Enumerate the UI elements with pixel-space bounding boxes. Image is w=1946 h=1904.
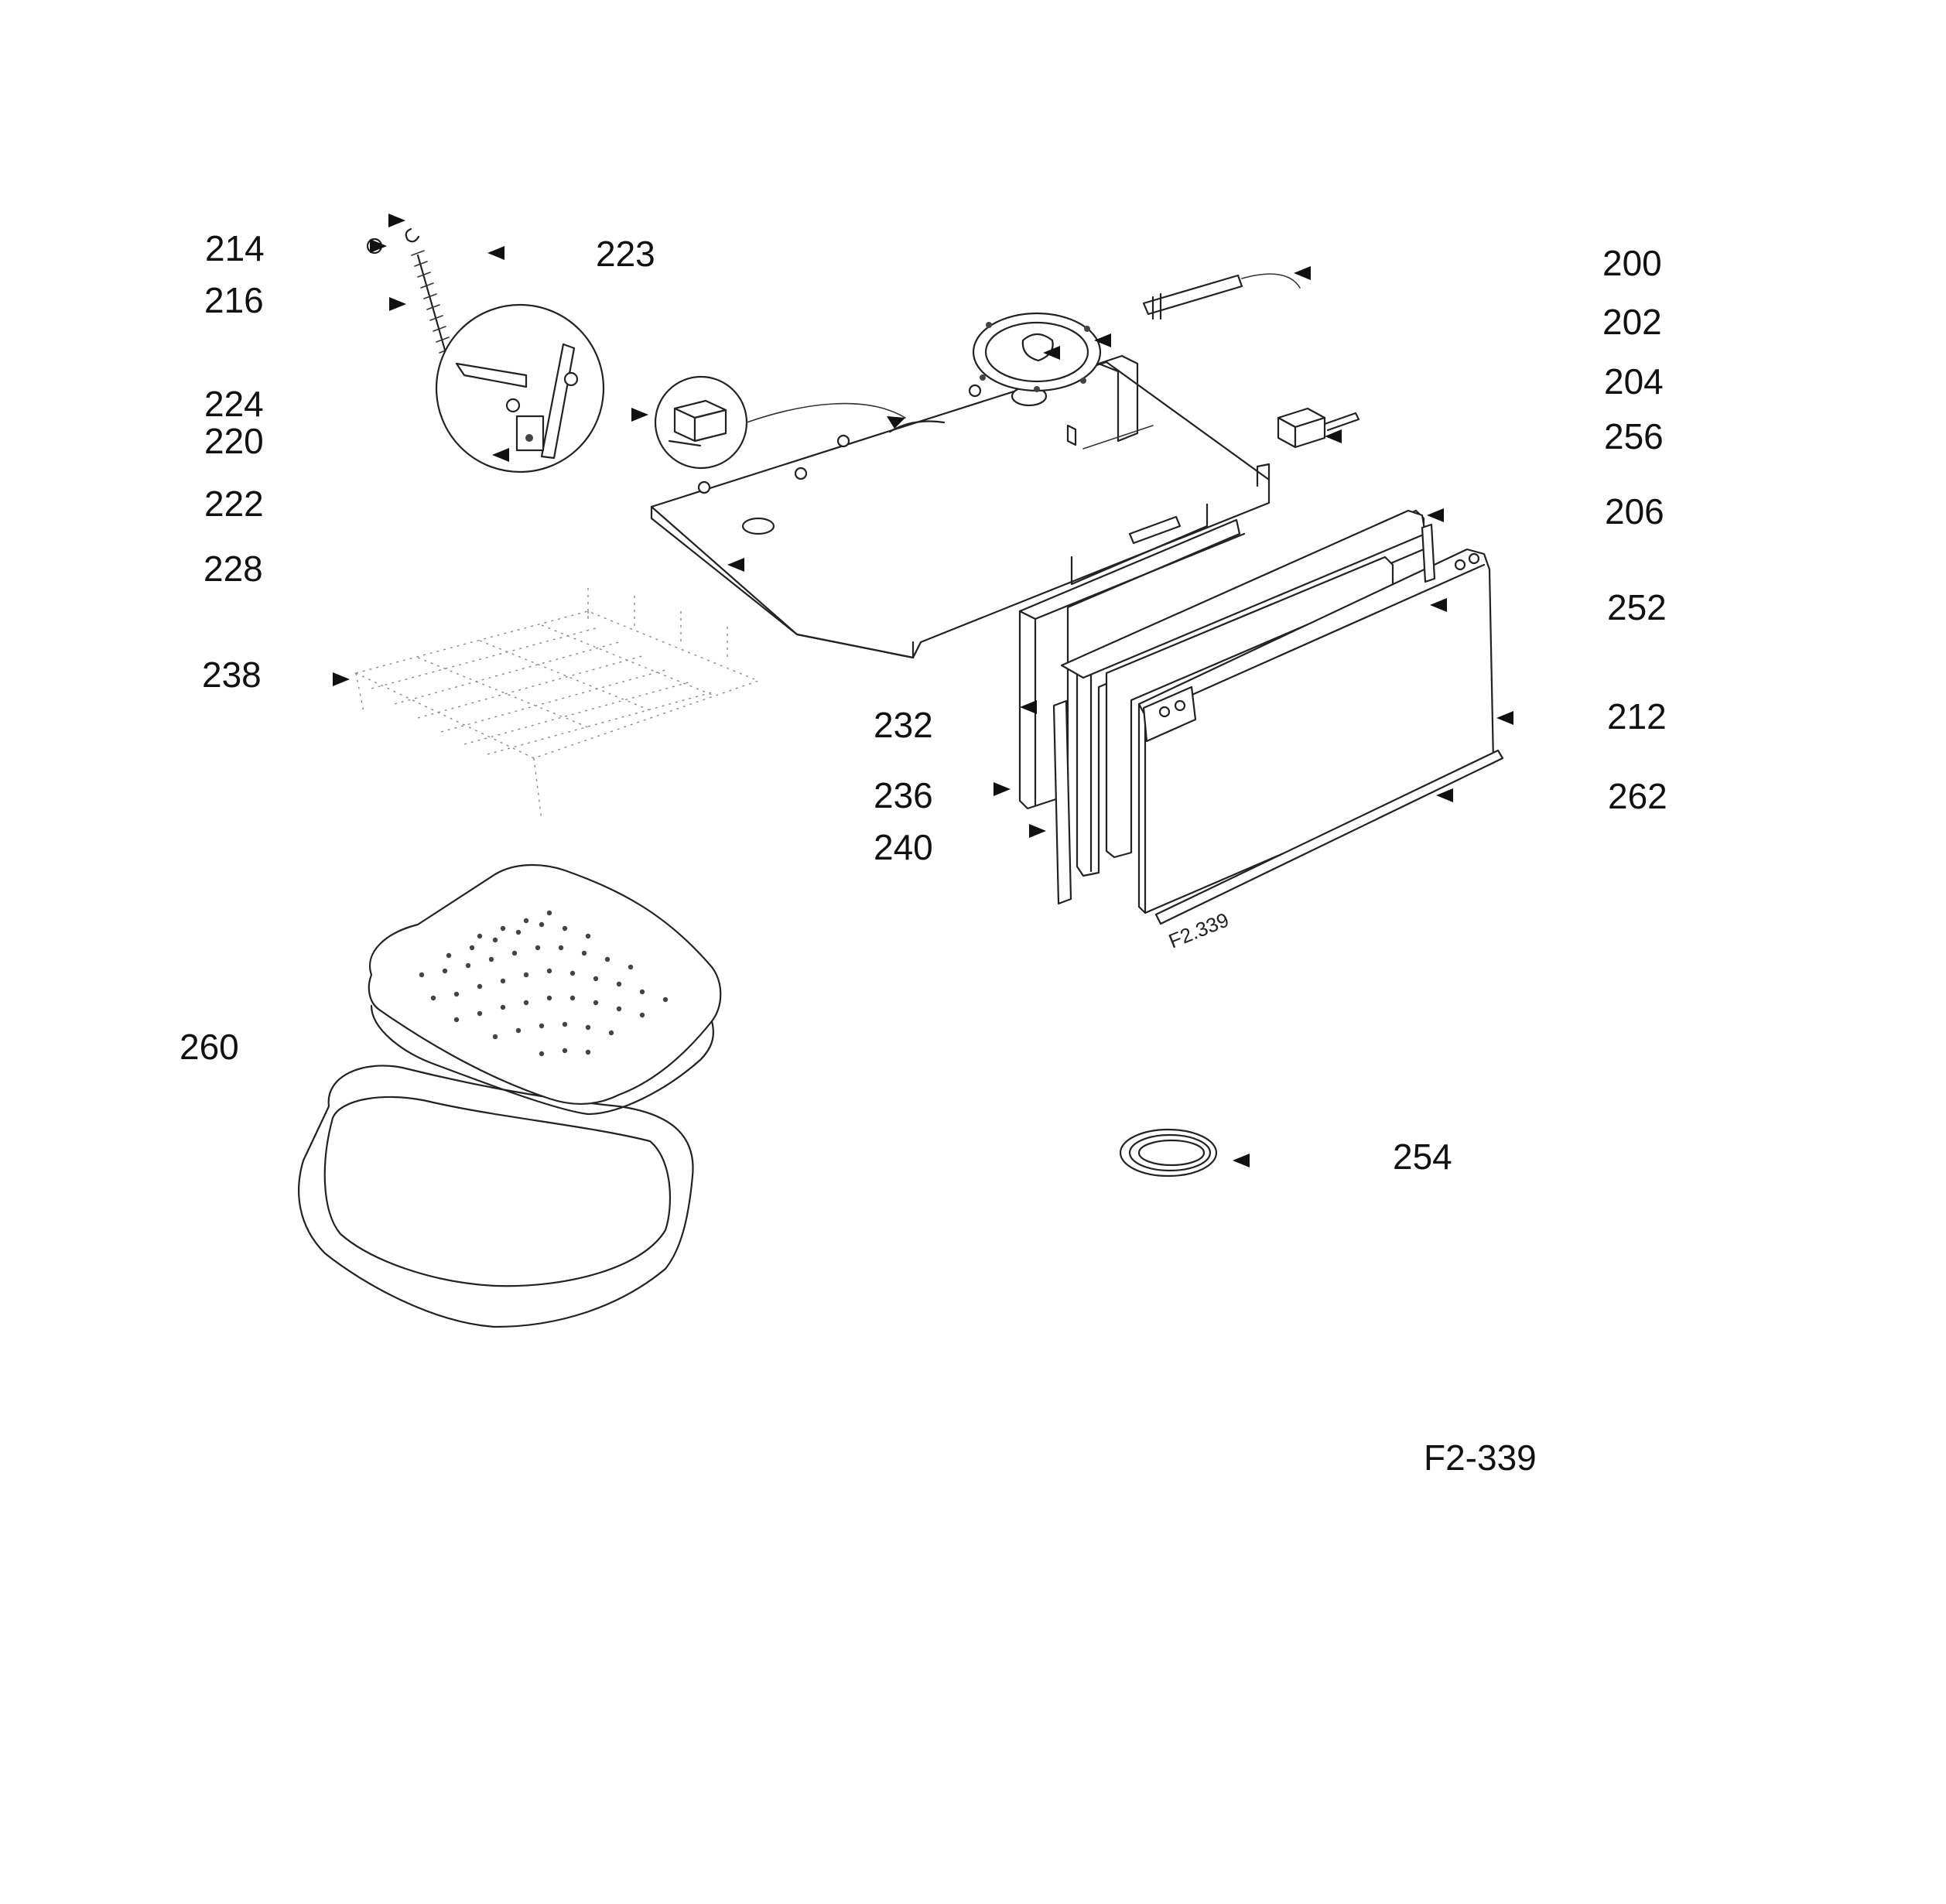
callout-254: 254: [1393, 1137, 1452, 1177]
frame-icon: [1060, 509, 1427, 679]
callout-252: 252: [1607, 587, 1667, 627]
switch-icon: [1277, 407, 1360, 449]
callout-238: 238: [202, 655, 262, 695]
trim-strip-icon: [1052, 699, 1072, 905]
tray-perforation-grid: [419, 910, 669, 1057]
callout-212: 212: [1607, 696, 1667, 737]
magnet-block-icon: [654, 375, 906, 470]
callout-214: 214: [205, 228, 265, 268]
gasket-ring-icon: [972, 312, 1102, 392]
trim-strip-icon: [1421, 523, 1436, 583]
callout-232: 232: [874, 705, 933, 745]
callout-256: 256: [1604, 416, 1664, 456]
callout-222: 222: [204, 484, 264, 524]
callout-240: 240: [874, 827, 933, 867]
sensor-icon: [1142, 273, 1301, 320]
door-panel-icon: [1137, 548, 1495, 914]
leader-arrows: [333, 214, 1513, 1167]
callout-260: 260: [180, 1027, 239, 1067]
hinge-assembly-icon: [435, 303, 605, 473]
callout-202: 202: [1602, 302, 1662, 342]
figure-code: F2-339: [1424, 1437, 1537, 1478]
oven-top-panel-icon: [650, 354, 1271, 659]
grid-rack-icon: [354, 588, 760, 821]
callout-216: 216: [204, 280, 264, 320]
hinge-spring-icon: [366, 227, 453, 376]
callout-220: 220: [204, 421, 264, 461]
callout-200: 200: [1602, 243, 1662, 283]
trim-strip-icon: [1154, 749, 1504, 925]
callout-236: 236: [874, 775, 933, 815]
coil-icon: [1119, 1128, 1218, 1178]
tray-icon: [298, 864, 722, 1328]
frame-icon: [1018, 518, 1246, 810]
callout-223: 223: [596, 234, 655, 274]
callout-228: 228: [203, 549, 263, 589]
callout-224: 224: [204, 384, 264, 424]
callout-206: 206: [1605, 491, 1664, 532]
callout-262: 262: [1608, 776, 1667, 816]
callout-204: 204: [1604, 361, 1664, 402]
